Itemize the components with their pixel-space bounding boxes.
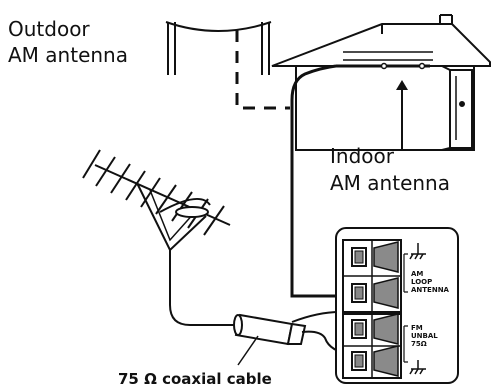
house-icon bbox=[271, 14, 491, 151]
outdoor-antenna-dashed-wire bbox=[235, 30, 290, 110]
indoor-antenna-arrow bbox=[396, 80, 408, 150]
ground-symbol-icon bbox=[409, 243, 426, 260]
indoor-antenna-label-line2: AM antenna bbox=[330, 171, 450, 195]
coax-cable-label: 75 Ω coaxial cable bbox=[118, 370, 272, 388]
panel-fm-label-3: 75Ω bbox=[411, 340, 427, 348]
ground-symbol-icon bbox=[409, 360, 426, 375]
panel-fm-label-1: FM bbox=[411, 324, 423, 332]
outdoor-antenna-label-line1: Outdoor bbox=[8, 17, 90, 41]
coax-label-leader bbox=[237, 335, 259, 366]
panel-am-label-1: AM bbox=[411, 270, 423, 278]
panel-am-label-2: LOOP bbox=[411, 278, 432, 286]
terminal-panel-icon bbox=[335, 227, 459, 384]
outdoor-antenna-label-line2: AM antenna bbox=[8, 43, 128, 67]
indoor-am-antenna-wire bbox=[290, 64, 352, 298]
fm-yagi-antenna-icon bbox=[82, 149, 231, 265]
panel-fm-label-2: UNBAL bbox=[411, 332, 438, 340]
indoor-antenna-label-line1: Indoor bbox=[330, 144, 395, 168]
fm-feed-cable bbox=[169, 265, 240, 326]
outdoor-am-antenna-icon bbox=[165, 21, 272, 75]
coaxial-cable-icon bbox=[233, 311, 353, 355]
panel-am-label-3: ANTENNA bbox=[411, 286, 450, 294]
